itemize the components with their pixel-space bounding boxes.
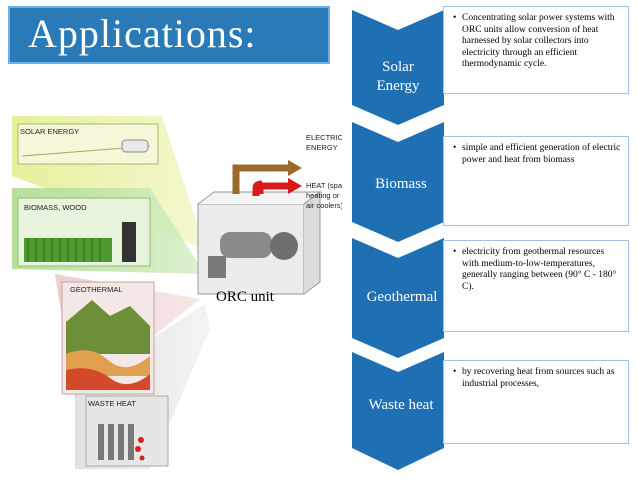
desc-geothermal: electricity from geothermal resources wi… xyxy=(443,240,629,332)
stage-solar-line2: Energy xyxy=(376,78,420,94)
title-banner: Applications: xyxy=(8,6,330,64)
chevron-column xyxy=(352,10,444,470)
heat-arrow xyxy=(252,178,302,196)
waste-heat-image: WASTE HEAT xyxy=(85,395,169,467)
electric-arrow xyxy=(232,160,302,194)
desc-waste-text: by recovering heat from sources such as … xyxy=(453,367,622,390)
stage-geothermal-label: Geothermal xyxy=(354,288,450,307)
svg-text:ENERGY: ENERGY xyxy=(306,143,338,152)
chevron-biomass xyxy=(352,122,444,242)
page-title: Applications: xyxy=(28,11,257,56)
svg-text:BIOMASS, WOOD: BIOMASS, WOOD xyxy=(24,203,87,212)
geothermal-image: GEOTHERMAL xyxy=(61,281,155,395)
stage-geothermal-line1: Geothermal xyxy=(366,289,438,305)
stage-biomass-line1: Biomass xyxy=(375,176,427,192)
svg-text:WASTE HEAT: WASTE HEAT xyxy=(88,399,136,408)
svg-text:heating or: heating or xyxy=(306,191,340,200)
orc-unit-image xyxy=(197,191,322,295)
desc-solar-text: Concentrating solar power systems with O… xyxy=(453,13,622,71)
svg-text:HEAT (space: HEAT (space xyxy=(306,181,342,190)
chevron-geothermal xyxy=(352,238,444,358)
svg-text:ELECTRIC: ELECTRIC xyxy=(306,133,342,142)
stage-solar-line1: Solar xyxy=(382,59,414,75)
desc-waste: by recovering heat from sources such as … xyxy=(443,360,629,444)
stage-waste-line1: Waste heat xyxy=(368,397,434,413)
biomass-image: BIOMASS, WOOD xyxy=(17,197,151,267)
svg-text:air coolers): air coolers) xyxy=(306,201,342,210)
orc-unit-label: ORC unit xyxy=(216,289,274,305)
desc-geothermal-text: electricity from geothermal resources wi… xyxy=(453,247,622,293)
svg-text:GEOTHERMAL: GEOTHERMAL xyxy=(70,285,123,294)
svg-text:SOLAR ENERGY: SOLAR ENERGY xyxy=(20,127,79,136)
desc-biomass-text: simple and efficient generation of elect… xyxy=(453,143,622,166)
stage-solar-label: Solar Energy xyxy=(350,58,446,96)
chevron-solar xyxy=(352,10,444,125)
stage-waste-label: Waste heat xyxy=(353,396,449,415)
desc-solar: Concentrating solar power systems with O… xyxy=(443,6,629,94)
desc-biomass: simple and efficient generation of elect… xyxy=(443,136,629,226)
chevron-waste xyxy=(352,352,444,470)
stage-biomass-label: Biomass xyxy=(353,175,449,194)
solar-panel-image: SOLAR ENERGY xyxy=(17,123,159,165)
orc-illustration: SOLAR ENERGY BIOMASS, WOOD GEOTHERMAL xyxy=(12,116,342,469)
